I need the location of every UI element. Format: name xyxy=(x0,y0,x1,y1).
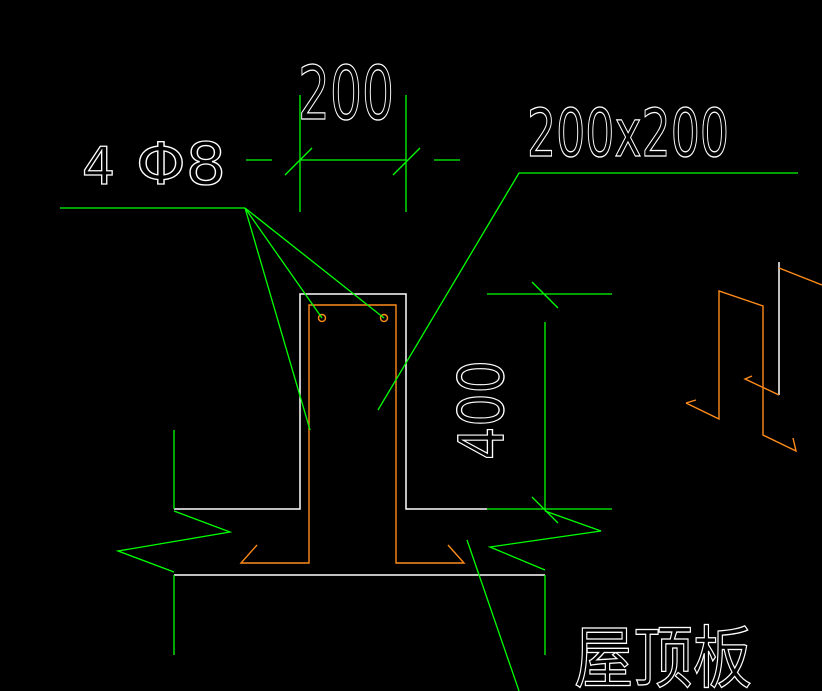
break-lines xyxy=(115,430,602,655)
rebar-spec-label: Φ8 xyxy=(136,130,226,198)
height-dimension xyxy=(487,281,612,524)
rebar-leader xyxy=(60,207,385,431)
section-size-label: 200x200 xyxy=(527,95,729,172)
height-dimension-label: 400 xyxy=(445,360,518,460)
partial-rebar-detail xyxy=(685,262,822,453)
section-leader xyxy=(377,172,798,411)
slab-leader xyxy=(466,539,520,691)
slab-label: 屋顶板 xyxy=(574,620,752,691)
width-dimension-label: 200 xyxy=(298,51,394,137)
rebar-count-label: 4 xyxy=(82,137,115,197)
width-dimension xyxy=(246,95,460,212)
stirrup-rebar xyxy=(239,304,466,564)
